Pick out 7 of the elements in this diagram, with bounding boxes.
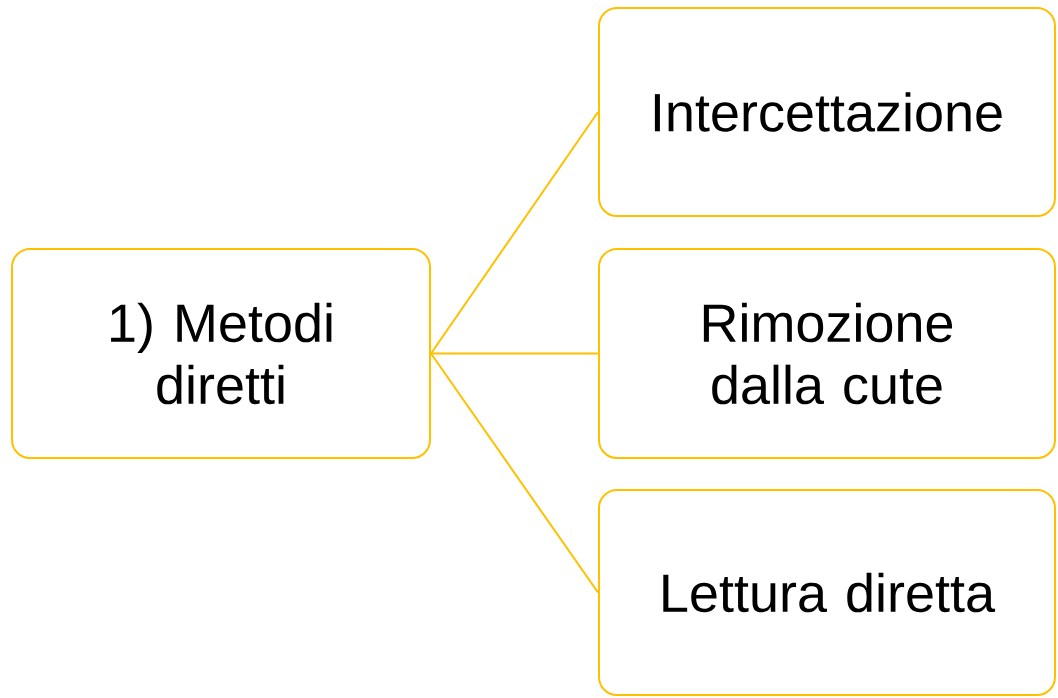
text-box: 1) Metodi diretti	[11, 248, 431, 459]
connector-line	[430, 352, 599, 594]
text-box: Intercettazione	[598, 7, 1056, 217]
text-box: Lettura diretta	[598, 489, 1056, 696]
text-box: Rimozione dalla cute	[598, 248, 1056, 459]
connector-line	[430, 111, 599, 355]
connector-line	[430, 352, 599, 355]
